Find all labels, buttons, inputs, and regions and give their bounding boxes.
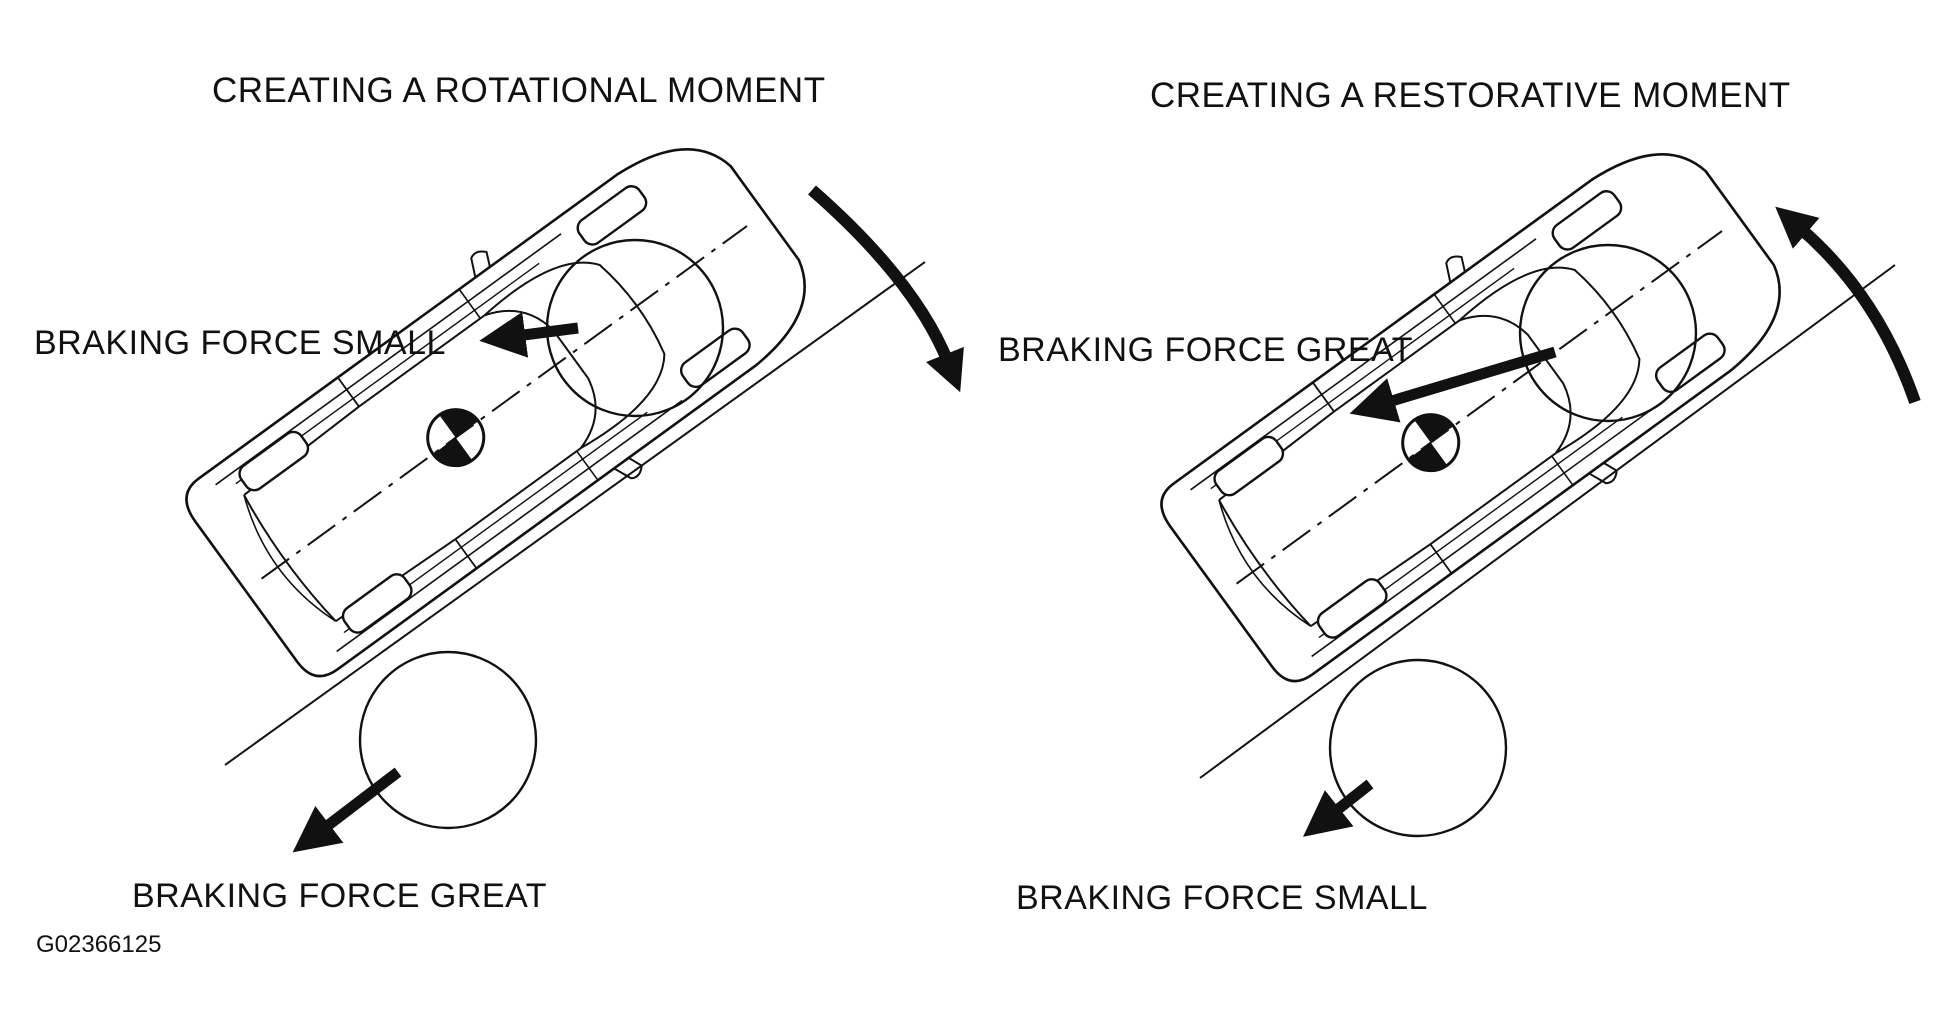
figure-code: G02366125 bbox=[36, 931, 162, 958]
left-clockwise-moment-arrow bbox=[808, 185, 964, 393]
left-great-force-arrow bbox=[292, 767, 402, 853]
left-upper-force-label: BRAKING FORCE SMALL bbox=[34, 324, 446, 362]
left-title: CREATING A ROTATIONAL MOMENT bbox=[212, 71, 826, 110]
right-upper-force-label: BRAKING FORCE GREAT bbox=[998, 331, 1414, 369]
left-small-force-arrow bbox=[479, 311, 579, 358]
right-rear-wheel-circle bbox=[1328, 658, 1508, 838]
right-car bbox=[1137, 105, 1823, 709]
left-diagonal-axis bbox=[224, 261, 926, 766]
right-lower-force-label: BRAKING FORCE SMALL bbox=[1016, 879, 1428, 917]
right-great-force-arrow bbox=[1349, 346, 1557, 423]
left-lower-force-label: BRAKING FORCE GREAT bbox=[132, 877, 548, 915]
right-counterclockwise-moment-arrow bbox=[1775, 206, 1921, 404]
right-diagonal-axis bbox=[1199, 264, 1896, 779]
right-title: CREATING A RESTORATIVE MOMENT bbox=[1150, 76, 1791, 115]
right-small-force-arrow bbox=[1302, 779, 1374, 837]
right-front-wheel-circle bbox=[1518, 243, 1698, 423]
left-car bbox=[162, 100, 848, 704]
left-rear-wheel-circle bbox=[358, 650, 538, 830]
